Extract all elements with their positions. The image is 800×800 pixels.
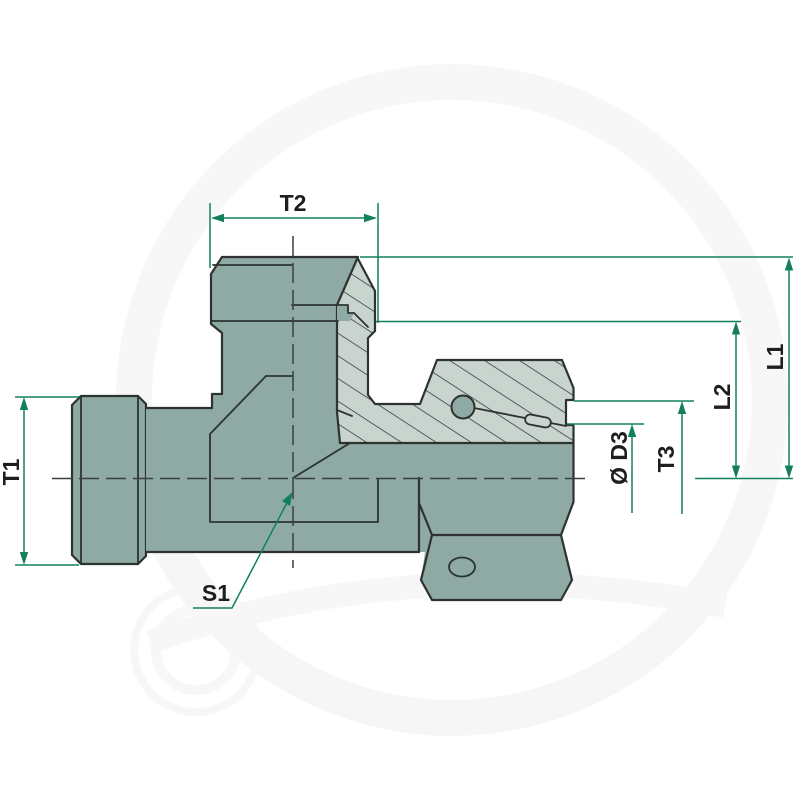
- dimension-l1: [360, 256, 794, 480]
- cutting-ring-ball: [450, 394, 476, 420]
- nut-lower-half: [419, 478, 574, 600]
- dimension-labels: T2 T1 L1 L2 T3 Ø D3 S1: [0, 190, 788, 606]
- watermark-arc-large: [130, 584, 262, 716]
- watermark-arc-small: [151, 605, 241, 695]
- hex-corner-oval: [448, 556, 476, 578]
- t2-extension-lines: [209, 203, 379, 323]
- s1-arrowhead-icon: [282, 492, 293, 506]
- dimension-t1: [15, 396, 79, 566]
- t1-arrow-down-icon: [19, 552, 29, 565]
- section-hatching: [335, 256, 575, 445]
- dimension-d3: [567, 423, 644, 513]
- centerlines: [52, 236, 592, 568]
- internal-bore-edges: [209, 375, 379, 523]
- section-area-hatch: [335, 256, 575, 445]
- l1-reference-lines: [360, 256, 793, 480]
- dimension-t3: [574, 400, 694, 514]
- t2-arrow-right-icon: [364, 213, 377, 223]
- t2-arrow-left-icon: [211, 213, 224, 223]
- outline-branch-left: [144, 255, 360, 410]
- dimensions: [15, 203, 794, 609]
- dimension-l2: [376, 320, 741, 479]
- t1-arrow-up-icon: [19, 397, 29, 410]
- dim-label-l2: L2: [709, 384, 735, 411]
- dim-label-l1: L1: [762, 343, 788, 370]
- plug-tip-sliver: [337, 305, 354, 321]
- t3-arrow-up-icon: [677, 401, 687, 414]
- dimension-t2: [209, 203, 379, 323]
- dim-label-t2: T2: [280, 190, 307, 216]
- stud-cap: [70, 394, 148, 566]
- nut-lower-edges: [417, 441, 575, 602]
- plug-inner-edges: [210, 304, 369, 328]
- dim-label-s1: S1: [202, 580, 230, 606]
- oring-groove-slot: [524, 413, 552, 429]
- dim-label-d3: Ø D3: [606, 431, 632, 485]
- leader-s1: [193, 492, 293, 609]
- l1-arrow-down-icon: [784, 465, 794, 479]
- cap-inner-edges: [80, 395, 139, 565]
- l1-arrow-up-icon: [784, 257, 794, 271]
- d3-arrow-up-icon: [627, 424, 637, 437]
- l2-arrow-up-icon: [731, 321, 741, 335]
- dim-label-t3: T3: [653, 446, 679, 473]
- fitting-outlines: [80, 255, 575, 602]
- l2-arrow-down-icon: [731, 465, 741, 479]
- s1-leader-line: [193, 494, 292, 609]
- dim-label-t1: T1: [0, 458, 24, 485]
- t1-extension-lines: [15, 396, 79, 566]
